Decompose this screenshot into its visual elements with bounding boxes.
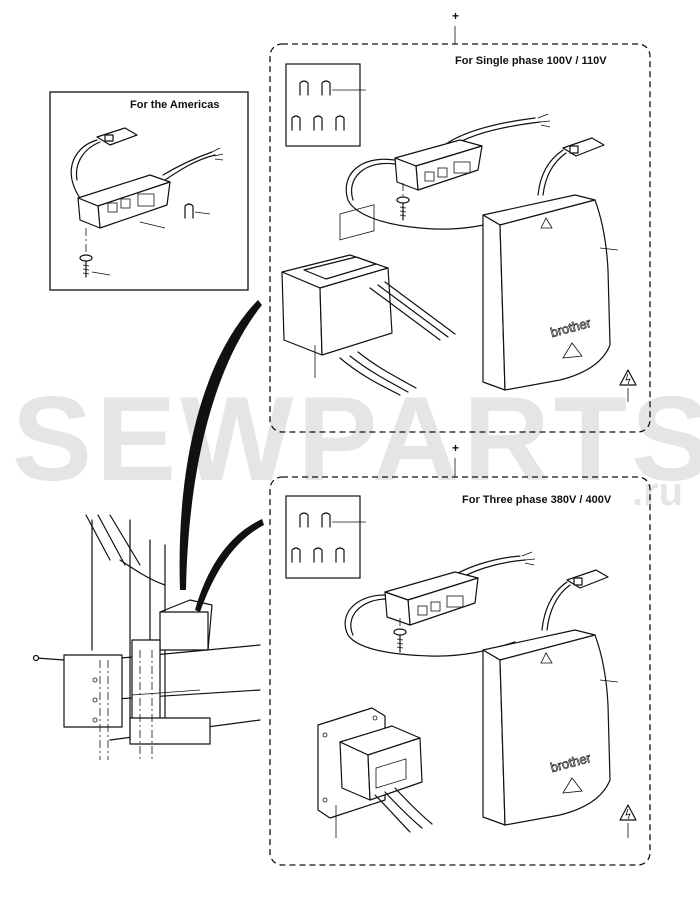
single-phase-panel: + For Single phase 100V / 110V (269, 9, 651, 433)
connector-plug-icon (96, 127, 138, 146)
staple-clip-icon (291, 512, 345, 563)
switch-box-icon (77, 174, 171, 229)
americas-panel: For the Americas (49, 91, 249, 291)
warning-triangle-icon (619, 369, 637, 386)
staple-clip-icon (291, 80, 345, 131)
watermark-suffix: .ru (632, 470, 683, 514)
three-phase-label: For Three phase 380V / 400V (462, 494, 612, 506)
switch-box-icon (394, 139, 483, 191)
watermark-text: SEWPARTS (12, 372, 700, 506)
screw-icon (79, 228, 93, 278)
staple-clip-icon (184, 203, 194, 219)
screw-icon (393, 618, 407, 653)
three-phase-panel: + For Three phase 380V / 400V (269, 441, 651, 866)
single-phase-label: For Single phase 100V / 110V (455, 55, 607, 67)
connector-plug-icon (562, 137, 605, 157)
plus-mark-upper: + (452, 9, 459, 23)
pointer-wedges (179, 300, 264, 612)
screw-icon (32, 654, 65, 662)
warning-triangle-icon (619, 804, 637, 821)
switch-box-icon (384, 571, 479, 626)
watermark: SEWPARTS .ru (12, 372, 700, 514)
plus-mark-lower: + (452, 441, 459, 455)
machine-base (32, 514, 261, 760)
control-box-cover-icon: brother (482, 629, 611, 826)
transformer-icon (281, 204, 393, 356)
americas-label: For the Americas (130, 99, 219, 111)
screw-icon (396, 183, 410, 221)
control-box-cover-icon: brother (482, 194, 611, 391)
connector-plug-icon (566, 569, 609, 589)
transformer-icon (317, 707, 423, 819)
